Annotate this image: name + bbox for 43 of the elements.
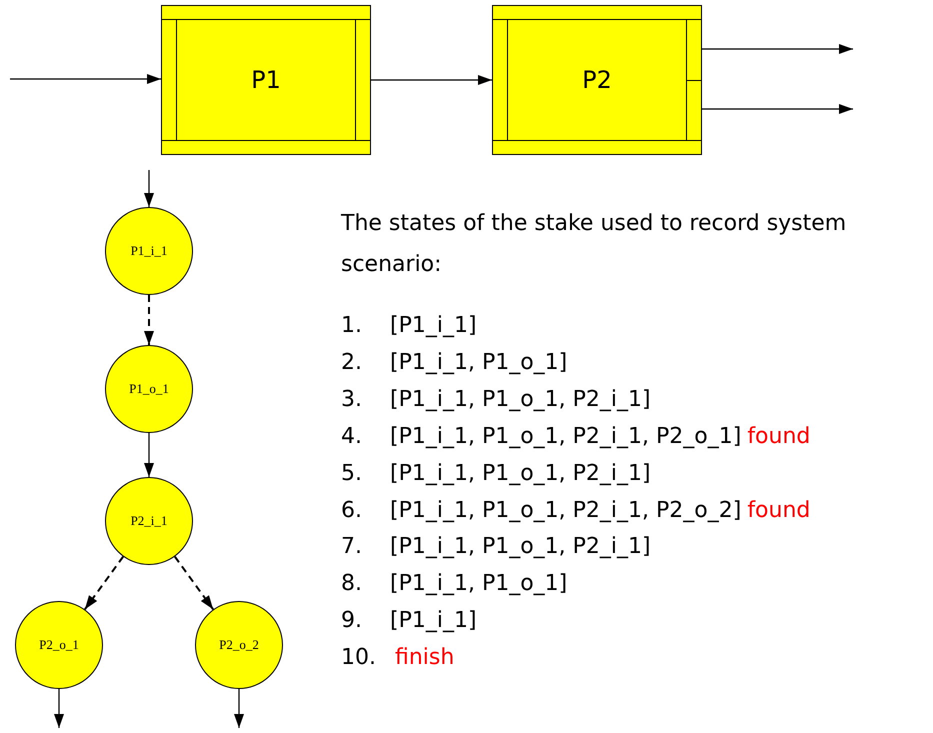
list-number: 9. bbox=[341, 608, 362, 634]
stack-state: [P1_i_1, P1_o_1] bbox=[390, 571, 568, 596]
list-number: 8. bbox=[341, 571, 362, 596]
list-number: 5. bbox=[341, 460, 362, 486]
process-box bbox=[492, 5, 702, 155]
arrow bbox=[174, 556, 214, 610]
list-number: 10. bbox=[341, 645, 376, 670]
arrow bbox=[10, 74, 161, 84]
description-text: The states of the stake used to record system scenario: bbox=[341, 210, 848, 279]
process-box bbox=[161, 5, 371, 155]
arrow bbox=[84, 556, 124, 610]
state-label: P1_o_1 bbox=[129, 381, 169, 397]
list-number: 2. bbox=[341, 350, 362, 375]
state-label: P2_i_1 bbox=[130, 513, 168, 529]
stack-state: [P1_i_1, P1_o_1, P2_i_1] bbox=[390, 534, 651, 560]
list-number: 7. bbox=[341, 534, 362, 560]
list-number: 6. bbox=[341, 498, 362, 522]
arrow bbox=[144, 295, 154, 345]
arrow bbox=[234, 689, 244, 728]
stack-state: [P1_i_1, P1_o_1, P2_i_1, P2_o_1] bbox=[390, 424, 742, 449]
arrow bbox=[371, 75, 492, 85]
list-number: 3. bbox=[341, 386, 362, 412]
state-label: P1_i_1 bbox=[130, 243, 168, 259]
arrow bbox=[702, 104, 853, 114]
list-number: 4. bbox=[341, 424, 362, 449]
stack-state: [P1_i_1, P1_o_1, P2_i_1] bbox=[390, 460, 651, 486]
arrow bbox=[54, 689, 64, 728]
arrow bbox=[144, 433, 154, 477]
state-label: P2_o_2 bbox=[219, 637, 259, 653]
stack-state: [P1_i_1, P1_o_1] bbox=[390, 350, 568, 375]
stack-state: [P1_i_1, P1_o_1, P2_i_1] bbox=[390, 386, 651, 412]
process-label: P2 bbox=[582, 66, 612, 94]
process-label: P1 bbox=[251, 66, 281, 94]
stack-state: [P1_i_1] bbox=[390, 313, 477, 338]
status-note: found bbox=[747, 498, 810, 522]
list-number: 1. bbox=[341, 313, 362, 338]
arrow bbox=[702, 44, 853, 54]
stack-state: [P1_i_1, P1_o_1, P2_i_1, P2_o_2] bbox=[390, 498, 742, 522]
state-label: P2_o_1 bbox=[39, 637, 79, 653]
status-note: found bbox=[747, 424, 810, 449]
stack-state: [P1_i_1] bbox=[390, 608, 477, 634]
status-note: finish bbox=[395, 645, 454, 670]
arrow bbox=[144, 170, 154, 207]
